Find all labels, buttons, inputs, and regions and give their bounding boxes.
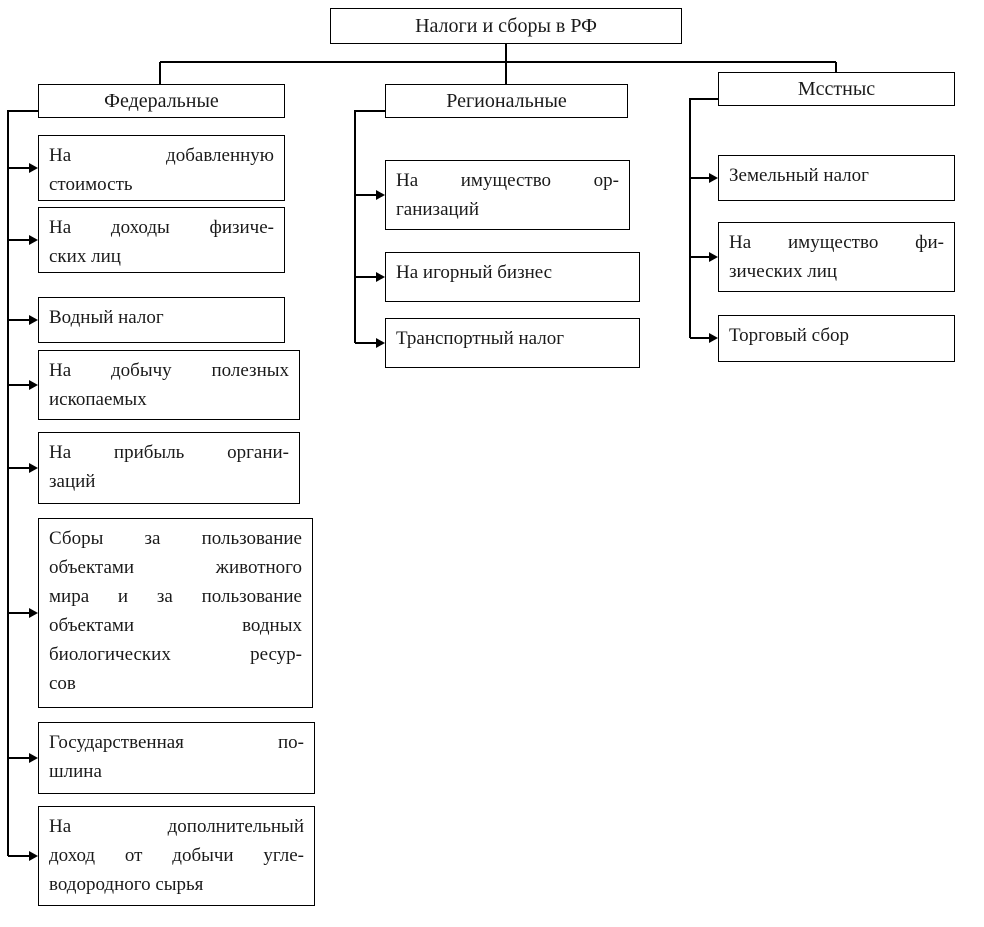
arrowheads: [29, 163, 718, 861]
regional-item-org-property: На имущество ор-ганизаций: [385, 160, 630, 230]
federal-item-corporate-profit: На прибыль органи-заций: [38, 432, 300, 504]
federal-item-state-duty: Государственная по-шлина: [38, 722, 315, 794]
header-regional: Региональные: [385, 84, 628, 118]
header-local: Мсстныс: [718, 72, 955, 106]
federal-item-personal-income: На доходы физиче-ских лиц: [38, 207, 285, 273]
local-item-trade-fee: Торговый сбор: [718, 315, 955, 362]
local-item-personal-property: На имущество фи-зических лиц: [718, 222, 955, 292]
regional-item-gambling: На игорный бизнес: [385, 252, 640, 302]
federal-item-water: Водный налог: [38, 297, 285, 343]
regional-item-transport: Транспортный налог: [385, 318, 640, 368]
header-federal: Федеральные: [38, 84, 285, 118]
root-node-title: Налоги и сборы в РФ: [330, 8, 682, 44]
local-item-land: Земельный налог: [718, 155, 955, 201]
